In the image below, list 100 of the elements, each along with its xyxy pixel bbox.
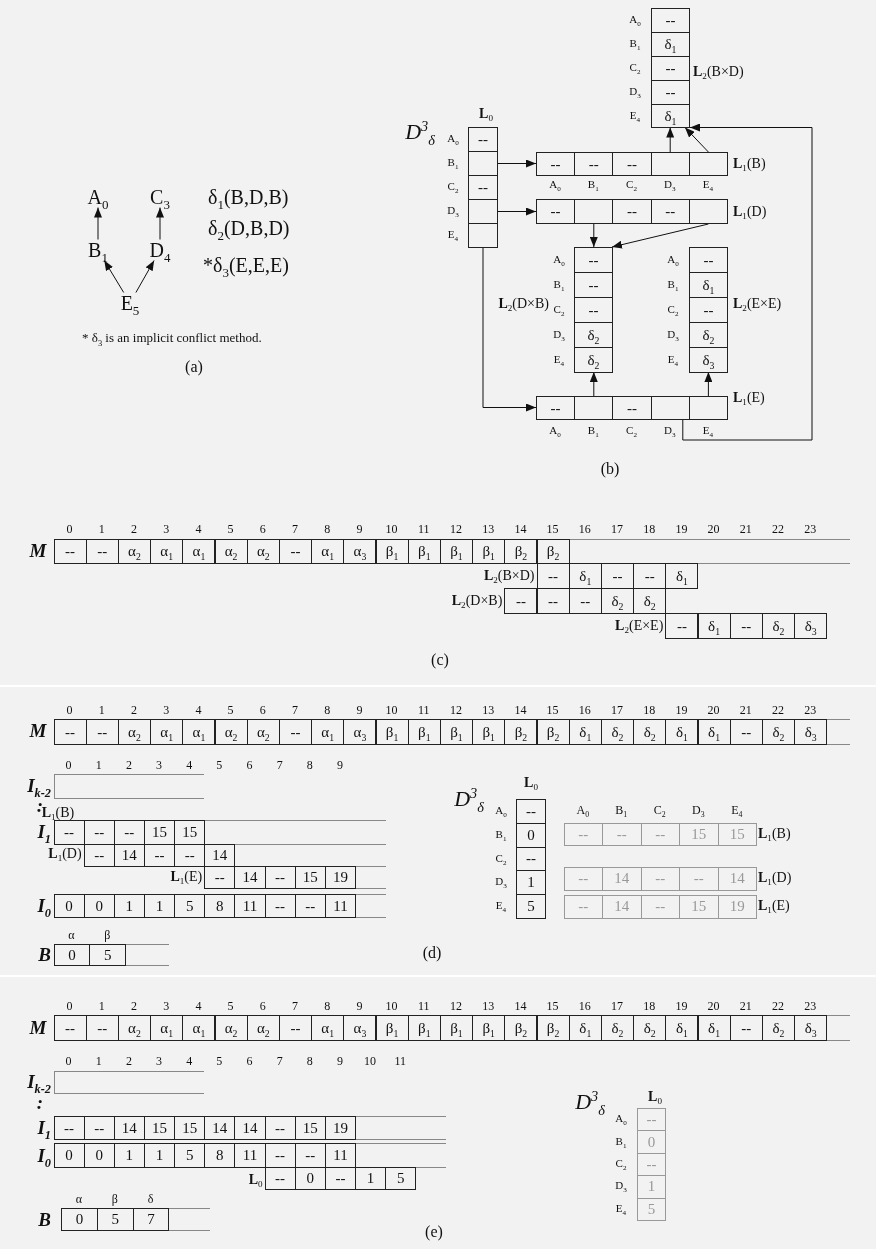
row-label: B$_{1}$ xyxy=(667,278,679,291)
index-number: δ xyxy=(147,1192,154,1206)
index-number: 3 xyxy=(163,522,170,535)
array-cell: β$_{1}$ xyxy=(375,719,409,745)
index-number: 15 xyxy=(546,999,559,1013)
row-label: A$_{0}$ xyxy=(615,1113,627,1125)
index-number: D$_{3}$ xyxy=(691,803,705,817)
index-number: 7 xyxy=(276,1054,283,1068)
index-number: 1 xyxy=(95,758,102,772)
array-cell: -- xyxy=(264,1116,296,1140)
array-cell: δ$_{1}$ xyxy=(689,272,728,298)
array-name: L$_{0}$ xyxy=(248,1172,263,1188)
index-number: α xyxy=(75,1192,83,1206)
index-number: 23 xyxy=(804,703,817,717)
array-cell: -- xyxy=(640,895,680,919)
pointer-cell xyxy=(650,152,690,176)
row-label: D$_{3}$ xyxy=(615,1180,627,1193)
array-cell: α$_{1}$ xyxy=(182,719,216,745)
index-number: α xyxy=(68,928,75,942)
pointer-array xyxy=(536,199,767,224)
array-cell: 15 xyxy=(143,1116,176,1140)
array-name: L$_{1}$(B) xyxy=(758,826,791,841)
row-label: A$_{0}$ xyxy=(553,253,565,266)
array-cell: 14 xyxy=(234,865,266,889)
array-cell: α$_{3}$ xyxy=(343,719,377,745)
index-number: 5 xyxy=(227,522,234,535)
array-cell: -- xyxy=(602,822,642,846)
array-cell: -- xyxy=(689,297,728,323)
array-cell: 15 xyxy=(294,865,326,889)
panel-label: (c) xyxy=(431,651,449,669)
array-cell: -- xyxy=(536,588,570,614)
row-label: A$_{0}$ xyxy=(495,805,507,817)
index-number: 6 xyxy=(246,758,253,772)
array-cell: -- xyxy=(516,846,546,872)
array-cell: 1 xyxy=(355,1167,387,1190)
array-cell: 14 xyxy=(204,1116,236,1140)
array-cell: -- xyxy=(278,1015,313,1041)
index-number: 6 xyxy=(259,703,266,717)
array-name: M xyxy=(29,541,47,561)
index-number: 8 xyxy=(324,999,331,1013)
array-cell: α$_{1}$ xyxy=(150,539,184,564)
arrow xyxy=(103,260,125,293)
column-label: E$_{4}$ xyxy=(702,179,714,191)
array-name: I$_{1}$ xyxy=(37,822,51,842)
array-name: L$_{1}$(E) xyxy=(758,898,790,914)
array-cell: β$_{2}$ xyxy=(536,539,570,564)
array-cell: 8 xyxy=(204,894,236,918)
row-label: A$_{0}$ xyxy=(629,14,641,26)
row-label: B$_{1}$ xyxy=(629,38,641,50)
array-cell: α$_{2}$ xyxy=(117,539,152,564)
array-cell: α$_{1}$ xyxy=(150,1015,184,1041)
array-cell: α$_{1}$ xyxy=(182,539,216,564)
array-cell: 0 xyxy=(53,944,91,966)
array-cell: -- xyxy=(651,8,690,33)
arrow xyxy=(589,223,598,248)
array-cell: α$_{3}$ xyxy=(343,539,377,564)
index-number: 2 xyxy=(125,1054,132,1068)
array-name: L$_{1}$(B) xyxy=(733,156,766,172)
row-label: B$_{1}$ xyxy=(615,1135,627,1148)
array-cell: -- xyxy=(689,247,728,273)
column-label: E$_{4}$ xyxy=(702,425,714,437)
array-cell: δ$_{1}$ xyxy=(665,1015,699,1041)
array-cell: 11 xyxy=(234,1143,266,1168)
column-label: A$_{0}$ xyxy=(549,425,561,437)
array-cell: δ$_{2}$ xyxy=(633,719,667,745)
row-label: D$_{3}$ xyxy=(667,328,679,341)
method-label: δ$_{2}$(D,B,D) xyxy=(208,217,290,239)
array-cell: -- xyxy=(264,1167,296,1190)
index-number: 21 xyxy=(739,999,752,1013)
array-cell: δ$_{1}$ xyxy=(697,1015,731,1041)
arrow xyxy=(611,223,709,249)
array-name: L$_{0}$ xyxy=(524,775,538,791)
array-cell: β$_{1}$ xyxy=(439,539,474,564)
array-cell: 15 xyxy=(294,1116,326,1140)
pointer-cell xyxy=(468,199,498,224)
column-label: D$_{3}$ xyxy=(663,425,676,437)
array-cell: 0 xyxy=(637,1130,666,1154)
array-cell: -- xyxy=(563,867,603,891)
array-cell: 14 xyxy=(602,867,642,891)
column-label: B$_{1}$ xyxy=(587,425,599,437)
pointer-cell xyxy=(468,151,498,176)
index-number: 16 xyxy=(578,522,591,535)
array-cell: -- xyxy=(612,199,652,224)
array-cell: -- xyxy=(536,152,576,176)
array-cell: -- xyxy=(574,152,614,176)
array-cell: 0 xyxy=(83,894,115,918)
array-name: L$_{1}$(D) xyxy=(733,204,767,220)
index-number: 9 xyxy=(336,1054,343,1068)
index-number: 7 xyxy=(292,703,298,717)
index-number: 2 xyxy=(125,758,132,772)
index-number: 2 xyxy=(131,703,137,717)
array-cell: 15 xyxy=(679,895,719,919)
array-name: B xyxy=(38,1210,51,1230)
array-cell: 0 xyxy=(53,894,85,918)
index-number: 3 xyxy=(156,1054,162,1068)
row-label: D$_{3}$ xyxy=(629,85,641,98)
index-number: 3 xyxy=(163,703,170,717)
index-number: 6 xyxy=(259,999,266,1013)
row-label: C$_{2}$ xyxy=(615,1158,627,1170)
array-cell: δ$_{2}$ xyxy=(600,719,635,745)
